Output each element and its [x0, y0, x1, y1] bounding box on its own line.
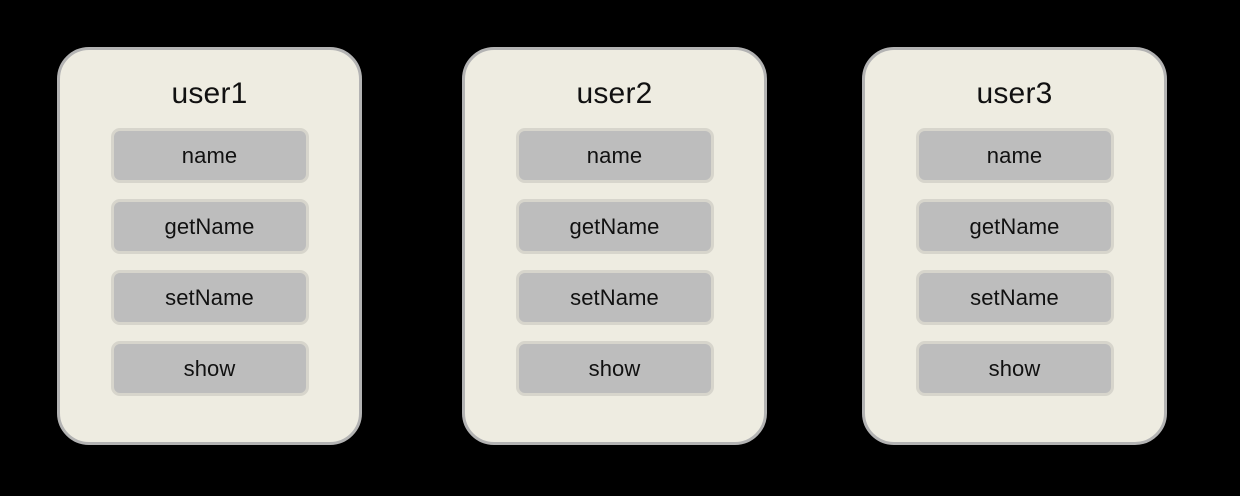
member-item[interactable]: getName [915, 199, 1114, 254]
member-item[interactable]: name [110, 128, 309, 183]
object-card-user1[interactable]: user1 name getName setName show [57, 47, 362, 445]
member-item[interactable]: show [110, 341, 309, 396]
object-card-title: user2 [576, 77, 653, 110]
member-item[interactable]: setName [915, 270, 1114, 325]
member-list: name getName setName show [915, 128, 1114, 396]
member-item[interactable]: name [915, 128, 1114, 183]
member-list: name getName setName show [515, 128, 714, 396]
object-card-user3[interactable]: user3 name getName setName show [862, 47, 1167, 445]
member-item[interactable]: show [515, 341, 714, 396]
member-item[interactable]: setName [515, 270, 714, 325]
member-list: name getName setName show [110, 128, 309, 396]
member-item[interactable]: getName [110, 199, 309, 254]
object-card-title: user1 [171, 77, 248, 110]
object-card-title: user3 [976, 77, 1053, 110]
object-card-user2[interactable]: user2 name getName setName show [462, 47, 767, 445]
member-item[interactable]: show [915, 341, 1114, 396]
member-item[interactable]: setName [110, 270, 309, 325]
member-item[interactable]: name [515, 128, 714, 183]
member-item[interactable]: getName [515, 199, 714, 254]
